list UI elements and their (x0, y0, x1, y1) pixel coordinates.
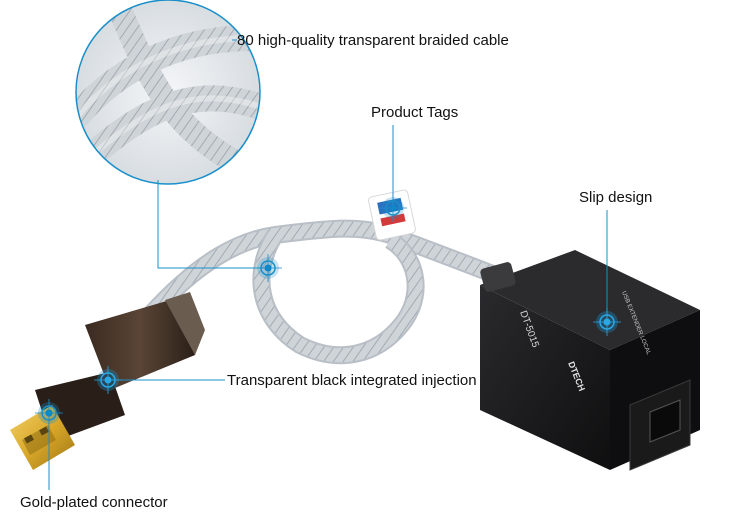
usb-cable (141, 219, 504, 365)
usb-plug (10, 292, 205, 470)
target-marker-tags (379, 194, 407, 222)
callout-integrated-injection: Transparent black integrated injection (227, 372, 477, 389)
target-marker-gold (35, 399, 63, 427)
target-marker-injection (94, 366, 122, 394)
callout-braided-cable: 80 high-quality transparent braided cabl… (237, 32, 509, 49)
extender-box: DT-5015 USB EXTENDER LOCAL DTECH (480, 250, 700, 471)
rj45-port (629, 379, 691, 471)
cable-zoom-circle (75, 0, 261, 185)
target-marker-braided (254, 254, 282, 282)
target-marker-slip (593, 308, 621, 336)
callout-gold-connector: Gold-plated connector (20, 494, 168, 511)
callout-slip-design: Slip design (579, 189, 653, 206)
gold-connector (10, 405, 75, 470)
callout-product-tags: Product Tags (371, 104, 459, 121)
